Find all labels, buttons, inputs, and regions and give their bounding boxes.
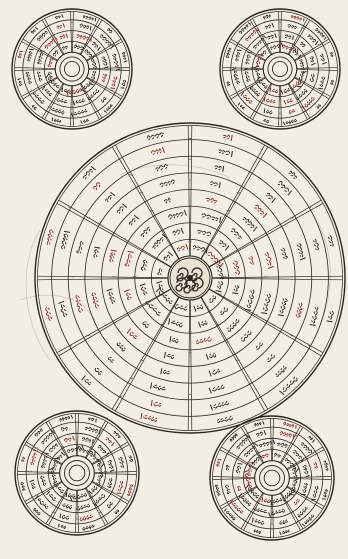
center-emblem <box>170 258 210 298</box>
emblem-dot <box>187 275 193 281</box>
